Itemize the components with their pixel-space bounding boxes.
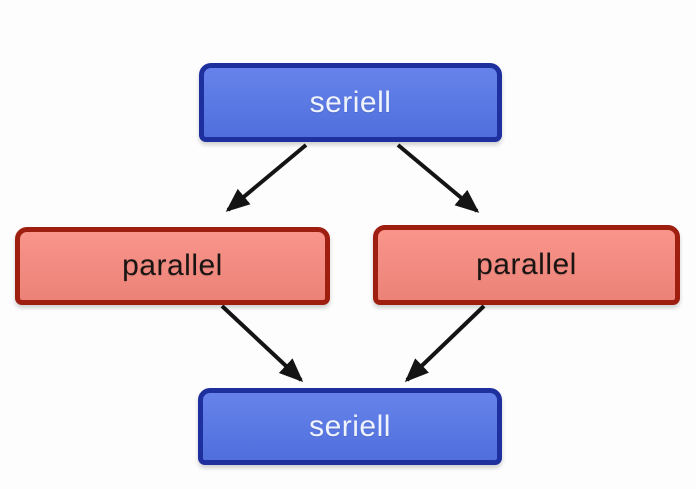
node-label: parallel bbox=[122, 249, 223, 282]
node-label: parallel bbox=[476, 248, 577, 281]
node-parallel-left: parallel bbox=[15, 227, 330, 305]
node-seriell-bottom: seriell bbox=[198, 388, 502, 465]
arrow-seriell-top-to-parallel-left bbox=[225, 143, 308, 212]
node-label: seriell bbox=[309, 85, 392, 119]
arrow-parallel-left-to-seriell-bottom bbox=[220, 304, 304, 383]
node-seriell-top: seriell bbox=[199, 63, 502, 142]
arrow-seriell-top-to-parallel-right bbox=[396, 143, 480, 213]
node-label: seriell bbox=[309, 409, 391, 443]
node-parallel-right: parallel bbox=[373, 225, 680, 305]
arrow-parallel-right-to-seriell-bottom bbox=[404, 304, 486, 383]
